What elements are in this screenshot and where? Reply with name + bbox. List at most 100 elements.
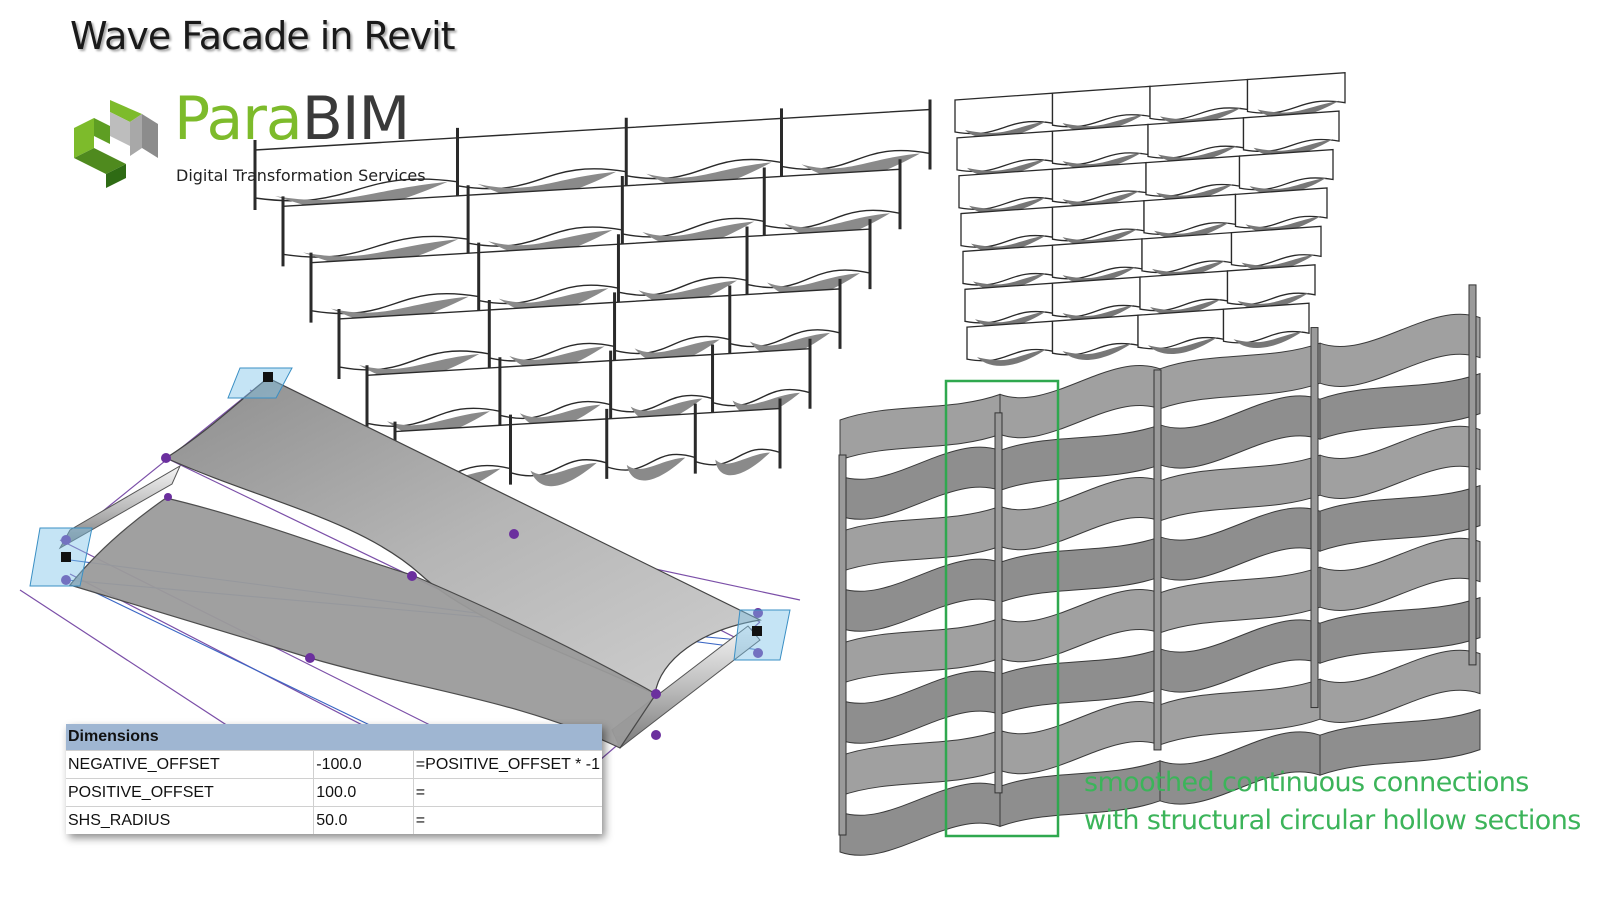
page-title: Wave Facade in Revit xyxy=(70,14,456,58)
panel-shadow xyxy=(715,452,770,476)
param-name: POSITIVE_OFFSET xyxy=(66,778,314,807)
table-row[interactable]: POSITIVE_OFFSET 100.0 = xyxy=(66,778,602,807)
grid-panel-shadow xyxy=(1253,139,1333,157)
grid-panel-shadow xyxy=(1062,114,1144,132)
grid-panel xyxy=(1051,85,1151,128)
grid-panel-shadow xyxy=(1233,331,1303,348)
white-wave-panel xyxy=(499,359,612,420)
param-formula[interactable]: = xyxy=(412,806,602,834)
panel-shadow xyxy=(626,457,686,481)
vertical-post xyxy=(1310,327,1319,709)
white-wave-panel xyxy=(456,126,627,190)
grid-panel-shadow xyxy=(1158,145,1238,164)
white-wave-panel xyxy=(254,137,459,202)
caption-line-2: with structural circular hollow sections xyxy=(1084,805,1581,836)
woven-panel xyxy=(1319,425,1481,500)
grid-panel-shadow xyxy=(1062,190,1140,208)
grid-panel-shadow xyxy=(1245,215,1321,234)
grid-panel xyxy=(964,282,1054,324)
woven-panel xyxy=(1319,596,1481,664)
grid-panel-shadow xyxy=(1237,292,1309,310)
vertical-post xyxy=(838,454,847,836)
grid-panel xyxy=(966,320,1054,362)
logo-tagline: Digital Transformation Services xyxy=(176,166,426,185)
grid-panel xyxy=(1051,123,1149,166)
param-value[interactable]: 100.0 xyxy=(313,778,414,807)
grid-panel-shadow xyxy=(1150,298,1222,316)
table-row[interactable]: SHS_RADIUS 50.0 = xyxy=(66,806,602,834)
grid-panel-shadow xyxy=(1062,343,1132,360)
woven-panel xyxy=(839,670,1001,744)
white-wave-facade xyxy=(253,99,932,494)
white-wave-panel xyxy=(694,407,781,466)
vertical-post xyxy=(1468,284,1477,666)
woven-panel xyxy=(1159,395,1321,469)
white-wave-panel xyxy=(746,228,871,289)
white-wave-panel xyxy=(282,194,469,258)
woven-panel xyxy=(999,476,1161,551)
grid-panel xyxy=(1238,148,1334,191)
grid-panel-shadow xyxy=(977,349,1047,366)
woven-panel xyxy=(999,700,1161,775)
caption-line-1: smoothed continuous connections xyxy=(1084,767,1529,798)
grid-panel xyxy=(1222,302,1310,344)
grid-panel-shadow xyxy=(1257,100,1339,119)
grid-panel xyxy=(1143,193,1237,235)
panel-shadow xyxy=(530,462,597,487)
grid-panel xyxy=(1234,187,1328,229)
logo-word-bim: BIM xyxy=(301,84,411,154)
white-wave-panel xyxy=(310,251,480,315)
grid-panel xyxy=(958,168,1054,210)
grid-panel xyxy=(1051,238,1143,280)
woven-panel xyxy=(1159,619,1321,693)
grid-panel xyxy=(1246,72,1346,114)
grid-panel xyxy=(956,130,1054,173)
grid-panel xyxy=(1137,308,1225,350)
table-row[interactable]: NEGATIVE_OFFSET -100.0 =POSITIVE_OFFSET … xyxy=(66,750,602,779)
grid-panel-shadow xyxy=(1062,305,1134,322)
parabim-logo: ParaBIM Digital Transformation Services xyxy=(66,84,426,190)
grid-panel xyxy=(1230,225,1322,267)
family-model-3d xyxy=(19,367,801,761)
woven-panel xyxy=(999,588,1161,663)
grid-panel-shadow xyxy=(1241,254,1315,272)
param-value[interactable]: -100.0 xyxy=(313,750,414,779)
grid-panel-shadow xyxy=(1062,228,1138,246)
woven-panel xyxy=(839,782,1001,856)
param-formula[interactable]: = xyxy=(412,778,602,807)
grid-panel-shadow xyxy=(973,273,1047,291)
woven-panel xyxy=(1159,507,1321,581)
grid-panel xyxy=(1139,270,1229,312)
white-wave-panel xyxy=(625,117,783,180)
grid-panel-shadow xyxy=(969,197,1047,215)
parabim-logo-mark xyxy=(74,100,158,188)
grid-panel xyxy=(1051,200,1145,242)
white-wave-panel xyxy=(488,301,616,362)
woven-panel xyxy=(1319,708,1481,776)
caption: smoothed continuous connections with str… xyxy=(1084,764,1581,840)
grid-panel-shadow xyxy=(975,311,1047,329)
white-wave-panel xyxy=(621,176,765,238)
param-value[interactable]: 50.0 xyxy=(313,806,414,834)
woven-panel xyxy=(1319,313,1481,388)
dimensions-table: Dimensions NEGATIVE_OFFSET -100.0 =POSIT… xyxy=(66,724,602,834)
grid-panel-shadow xyxy=(1156,184,1234,202)
grid-panel xyxy=(1051,276,1141,318)
connector-nodes xyxy=(61,372,762,636)
grid-panel xyxy=(1149,78,1249,121)
woven-panel xyxy=(839,558,1001,632)
dimensions-header: Dimensions xyxy=(66,724,602,751)
logo-wordmark: ParaBIM xyxy=(174,84,411,154)
white-wave-panel xyxy=(467,185,624,247)
white-wave-panel xyxy=(729,288,841,348)
param-name: NEGATIVE_OFFSET xyxy=(66,750,314,779)
white-wave-panel xyxy=(609,353,714,413)
param-name: SHS_RADIUS xyxy=(66,806,314,834)
grid-panel xyxy=(1242,110,1340,153)
gray-woven-facade xyxy=(838,284,1481,856)
white-wave-panel xyxy=(366,366,501,427)
param-formula[interactable]: =POSITIVE_OFFSET * -1 xyxy=(412,750,602,779)
grid-panel xyxy=(960,206,1054,248)
grid-panel-shadow xyxy=(1152,260,1226,278)
